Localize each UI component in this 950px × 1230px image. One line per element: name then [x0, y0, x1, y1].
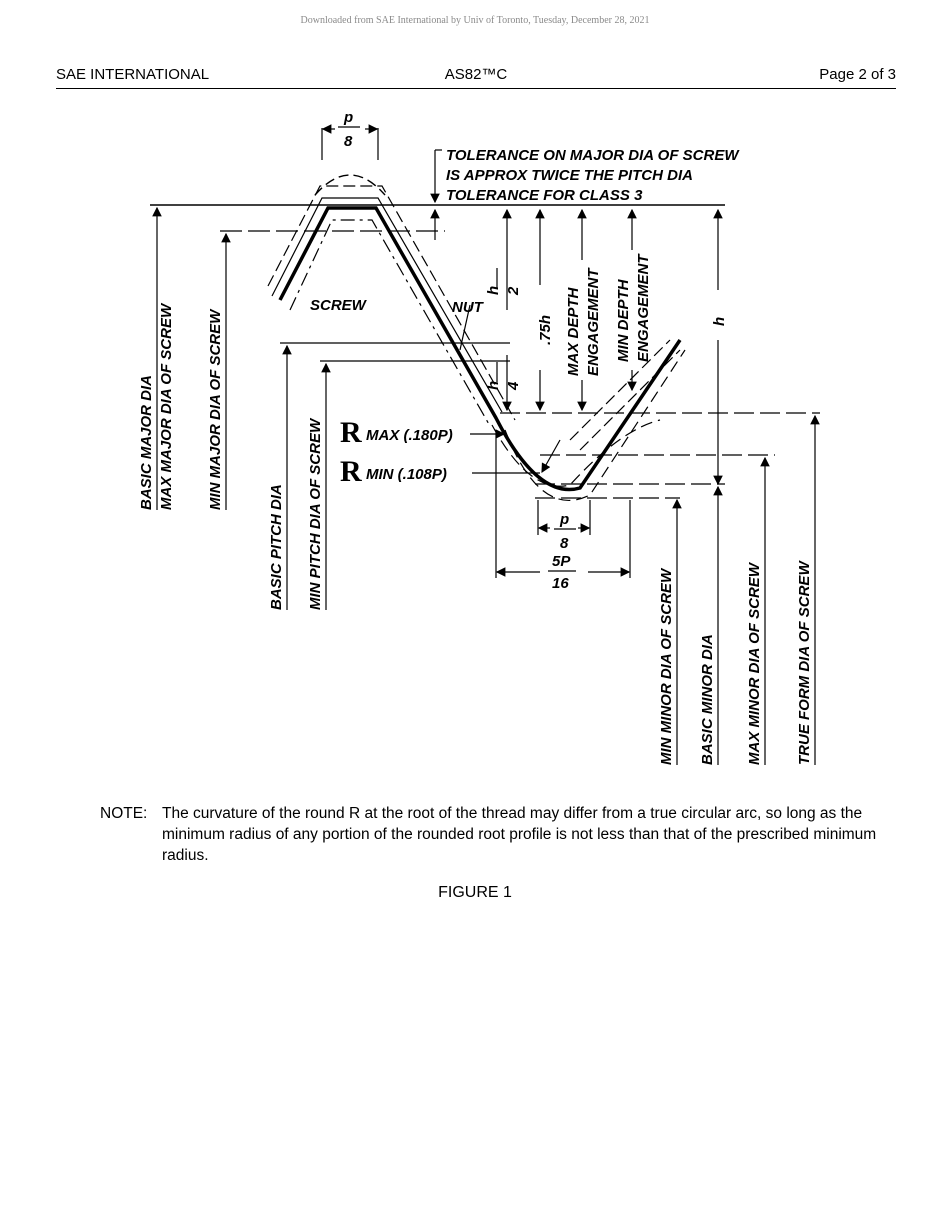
depth-75h-label: .75h: [537, 315, 554, 345]
root-pitch-fraction-num: p: [559, 511, 569, 528]
label-min-major-dia-screw: MIN MAJOR DIA OF SCREW: [207, 308, 224, 510]
r-min-label: MIN (.108P): [366, 466, 447, 483]
header-page-number: Page 2 of 3: [819, 66, 896, 83]
root-round-dashline-outer: [504, 349, 686, 501]
label-min-minor-dia-screw: MIN MINOR DIA OF SCREW: [658, 567, 675, 765]
nut-profile-line: [271, 197, 503, 413]
header-doc-id: AS82™C: [444, 66, 508, 83]
crest-round-dashline: [314, 174, 386, 196]
page-header: SAE INTERNATIONAL AS82™C Page 2 of 3: [56, 66, 896, 89]
label-true-form-dia-screw: TRUE FORM DIA OF SCREW: [796, 560, 813, 765]
label-max-minor-dia-screw: MAX MINOR DIA OF SCREW: [746, 561, 763, 765]
label-basic-pitch-dia: BASIC PITCH DIA: [268, 484, 285, 610]
root-pitch-fraction-den: 8: [560, 535, 569, 552]
r-max-symbol: R: [340, 416, 362, 449]
download-watermark: Downloaded from SAE International by Uni…: [300, 15, 650, 26]
max-depth-line-1: MAX DEPTH: [565, 286, 582, 376]
quarter-h-den: 4: [505, 381, 522, 391]
crest-pitch-fraction-num: p: [343, 109, 353, 126]
note-text: The curvature of the round R at the root…: [162, 805, 877, 864]
note-label: NOTE:: [100, 805, 148, 822]
figure-caption: FIGURE 1: [438, 884, 512, 901]
nut-label: NUT: [452, 299, 485, 316]
tolerance-note-line-2: IS APPROX TWICE THE PITCH DIA: [446, 167, 693, 184]
r-min-symbol: R: [340, 455, 362, 488]
half-h-num: h: [485, 286, 502, 295]
tolerance-dashline: [267, 185, 516, 421]
screw-thread-profile: [278, 206, 682, 492]
crest-pitch-fraction-den: 8: [344, 133, 353, 150]
root-flat-fraction-den: 16: [552, 575, 569, 592]
min-depth-line-1: MIN DEPTH: [615, 278, 632, 362]
min-depth-line-2: ENGAGEMENT: [635, 253, 652, 362]
root-round-dashline-inner: [491, 419, 661, 487]
label-min-pitch-dia-screw: MIN PITCH DIA OF SCREW: [307, 417, 324, 610]
r-max-label: MAX (.180P): [366, 427, 453, 444]
root-flat-fraction-num: 5P: [552, 553, 571, 570]
figure-note: NOTE: The curvature of the round R at th…: [100, 803, 880, 866]
label-basic-minor-dia: BASIC MINOR DIA: [699, 634, 716, 765]
thread-height-label: h: [711, 317, 728, 326]
thread-profile-diagram: p 8 TOLERANCE ON MAJOR DIA OF SCREW IS A…: [138, 109, 820, 765]
right-flank-lines: [569, 339, 681, 451]
tolerance-note-line-3: TOLERANCE FOR CLASS 3: [446, 187, 643, 204]
max-profile-dashline: [289, 219, 491, 427]
tolerance-note-line-1: TOLERANCE ON MAJOR DIA OF SCREW: [446, 147, 740, 164]
max-depth-line-2: ENGAGEMENT: [585, 267, 602, 376]
quarter-h-num: h: [485, 381, 502, 390]
half-h-den: 2: [505, 286, 522, 296]
label-basic-major-dia: BASIC MAJOR DIA: [138, 375, 155, 510]
header-org: SAE INTERNATIONAL: [56, 66, 210, 83]
label-max-major-dia-screw: MAX MAJOR DIA OF SCREW: [158, 302, 175, 510]
screw-label: SCREW: [310, 297, 368, 314]
